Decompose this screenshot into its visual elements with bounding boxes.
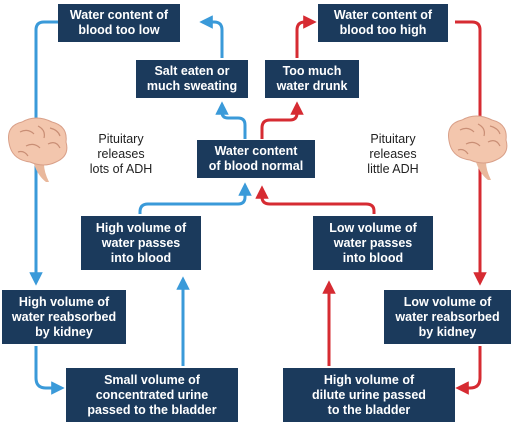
arrow-toomuch-to-high bbox=[295, 15, 317, 58]
box-normal-text: Water content of blood normal bbox=[208, 144, 304, 173]
box-salt-eaten-text: Salt eaten or much sweating bbox=[146, 64, 238, 93]
box-low-reabsorbed: Low volume of water reabsorbed by kidney bbox=[384, 290, 511, 344]
box-normal: Water content of blood normal bbox=[197, 140, 315, 178]
box-water-high-text: Water content of blood too high bbox=[333, 8, 433, 37]
box-high-reabsorbed-text: High volume of water reabsorbed by kidne… bbox=[11, 294, 117, 339]
arrow-highvol-to-normal bbox=[138, 182, 252, 214]
brain-icon-right bbox=[448, 115, 508, 180]
box-salt-eaten: Salt eaten or much sweating bbox=[136, 60, 248, 98]
box-high-urine-text: High volume of dilute urine passed to th… bbox=[312, 372, 426, 417]
brain-icon-left bbox=[8, 117, 68, 182]
box-high-vol-blood-text: High volume of water passes into blood bbox=[95, 220, 187, 265]
box-low-vol-blood: Low volume of water passes into blood bbox=[313, 216, 433, 270]
box-water-low: Water content of blood too low bbox=[58, 4, 180, 42]
box-high-reabsorbed: High volume of water reabsorbed by kidne… bbox=[2, 290, 126, 344]
arrow-normal-to-salt bbox=[215, 101, 247, 139]
arrow-salt-to-low bbox=[199, 15, 224, 58]
arrow-high-to-reabsorbed bbox=[455, 20, 487, 286]
box-low-vol-blood-text: Low volume of water passes into blood bbox=[329, 220, 417, 265]
box-water-high: Water content of blood too high bbox=[318, 4, 448, 42]
arrow-lowvol-to-normal bbox=[255, 185, 376, 214]
box-water-low-text: Water content of blood too low bbox=[69, 8, 169, 37]
box-high-vol-blood: High volume of water passes into blood bbox=[81, 216, 201, 270]
label-pituitary-little: Pituitary releases little ADH bbox=[367, 132, 419, 176]
label-pituitary-lots: Pituitary releases lots of ADH bbox=[89, 132, 153, 176]
box-high-urine: High volume of dilute urine passed to th… bbox=[283, 368, 455, 422]
arrow-low-to-reabsorbed bbox=[29, 20, 58, 286]
box-small-urine-text: Small volume of concentrated urine passe… bbox=[87, 372, 217, 417]
arrow-reabsorbed-to-urine-red bbox=[455, 346, 482, 395]
box-too-much-water-text: Too much water drunk bbox=[276, 64, 348, 93]
box-too-much-water: Too much water drunk bbox=[265, 60, 359, 98]
box-low-reabsorbed-text: Low volume of water reabsorbed by kidney bbox=[395, 294, 500, 339]
arrow-normal-to-toomuch bbox=[260, 101, 304, 139]
box-small-urine: Small volume of concentrated urine passe… bbox=[66, 368, 238, 422]
arrow-reabsorbed-to-urine bbox=[34, 346, 65, 395]
